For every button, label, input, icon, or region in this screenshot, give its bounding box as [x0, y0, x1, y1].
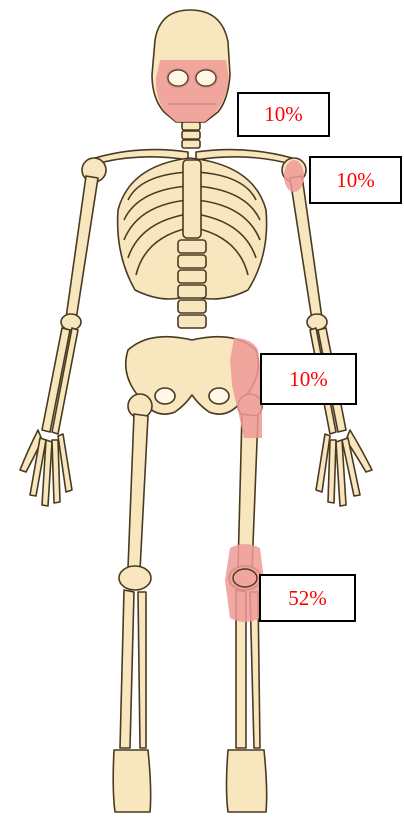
highlight-shoulder: [284, 160, 304, 192]
arm-right: [20, 158, 106, 506]
leg-right: [113, 394, 152, 812]
arm-left: [282, 158, 372, 506]
highlight-pelvis: [230, 338, 262, 438]
percentage-text-shoulder: 10%: [336, 168, 375, 193]
percentage-label-pelvis: 10%: [260, 353, 357, 405]
neck-vertebrae: [182, 122, 200, 148]
percentage-text-skull: 10%: [264, 102, 303, 127]
percentage-label-skull: 10%: [237, 92, 330, 137]
percentage-label-knee: 52%: [259, 574, 356, 622]
percentage-text-pelvis: 10%: [289, 367, 328, 392]
percentage-text-knee: 52%: [288, 586, 327, 611]
percentage-label-shoulder: 10%: [309, 156, 402, 204]
